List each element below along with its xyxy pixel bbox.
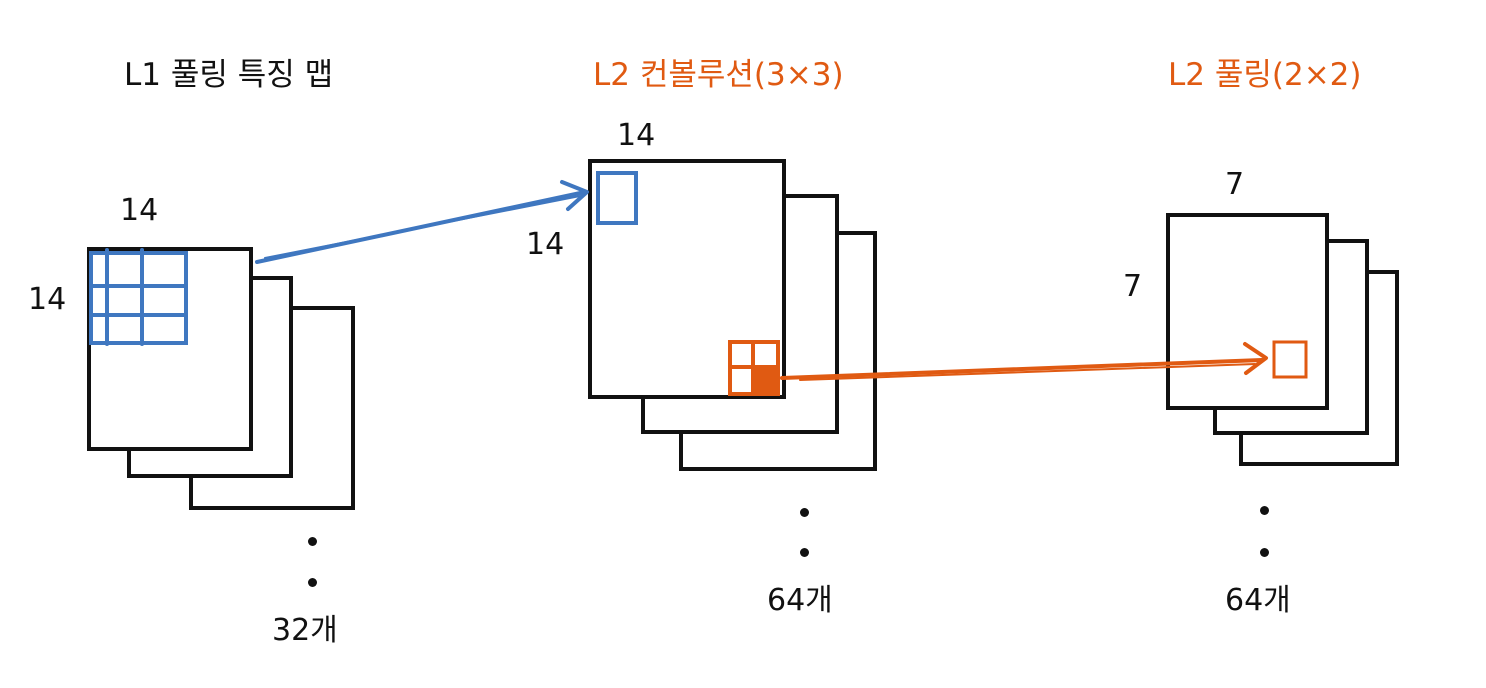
l1-count-label: 32개 (272, 613, 338, 648)
l2-conv-title: L2 컨볼루션(3×3) (593, 57, 844, 93)
pool-height-label: 7 (1123, 269, 1143, 304)
l1-ellipsis-dot (308, 537, 317, 546)
conv-count-label: 64개 (767, 583, 833, 618)
l1-ellipsis-dot (308, 578, 317, 587)
pool-count-label: 64개 (1225, 583, 1291, 618)
conv-height-label: 14 (526, 227, 565, 262)
blue-arrow (255, 180, 589, 264)
pool-ellipsis-dot (1260, 548, 1269, 557)
l1-height-label: 14 (28, 282, 67, 317)
pool-width-label: 7 (1225, 167, 1245, 202)
orange-arrow-shaft (780, 358, 1264, 380)
conv-ellipsis-dot (800, 548, 809, 557)
pool-window-max-cell (754, 368, 777, 393)
orange-arrow (780, 342, 1268, 381)
window-outline (89, 251, 188, 345)
l1-3x3-window (89, 248, 188, 346)
conv-2x2-window (728, 340, 780, 396)
blue-arrow-shaft-stroke (264, 195, 581, 259)
blue-arrow-head (560, 180, 589, 211)
orange-arrow-shaft-stroke (799, 363, 1256, 381)
conv-ellipsis-dot (800, 508, 809, 517)
pool-ellipsis-dot (1260, 506, 1269, 515)
l1-width-label: 14 (120, 193, 159, 228)
pool-output-pixel (1272, 340, 1308, 379)
l2-pool-title: L2 풀링(2×2) (1168, 57, 1362, 93)
conv-width-label: 14 (617, 118, 656, 153)
l1-map-front (87, 247, 253, 451)
conv-output-pixel (596, 171, 638, 225)
l1-pool-title: L1 풀링 특징 맵 (124, 57, 334, 93)
orange-arrow-head (1243, 342, 1268, 375)
